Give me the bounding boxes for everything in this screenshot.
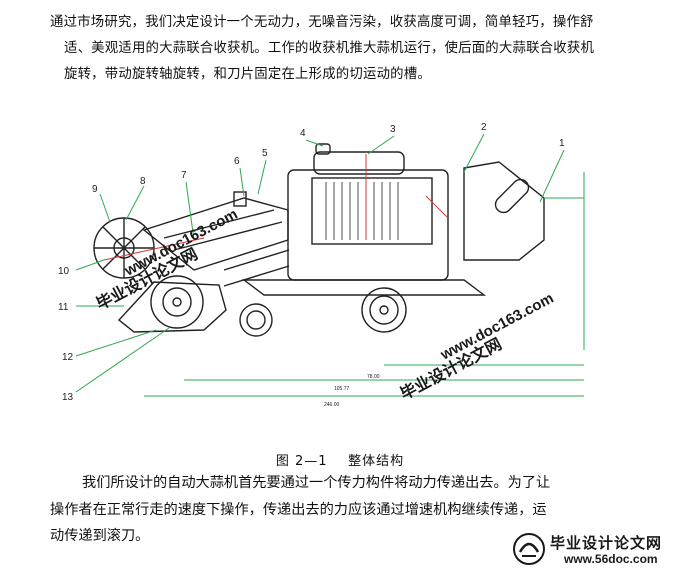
intro-line-3: 旋转，带动旋转轴旋转，和刀片固定在上形成的切运动的槽。 [64,67,431,82]
dimension-labels: 78.00 105.77 246.00 [324,374,380,408]
dim-label-3: 246.00 [324,402,340,408]
intro-paragraph: 通过市场研究，我们决定设计一个无动力，无噪音污染，收获高度可调，简单轻巧，操作舒… [50,10,635,88]
figure-caption: 图 2—1 整体结构 [0,450,680,469]
part-number-4: 4 [300,128,306,139]
caption-label: 图 2—1 [275,454,328,469]
part-number-9: 9 [92,184,98,195]
watermarks: 毕业设计论文网 www.doc163.com 毕业设计论文网 www.doc16… [93,206,557,404]
intro-line-2: 适、美观适用的大蒜联合收获机。工作的收获机推大蒜机运行，使后面的大蒜联合收获机 [64,41,595,56]
machine-outline [93,143,545,337]
part-number-11: 11 [58,302,69,313]
body-line-1: 我们所设计的自动大蒜机首先要通过一个传力构件将动力传递出去。为了让 [82,475,551,491]
part-number-12: 12 [62,352,74,363]
part-number-5: 5 [262,148,268,159]
part-number-7: 7 [181,170,187,181]
part-number-10: 10 [58,266,70,277]
intro-line-1: 通过市场研究，我们决定设计一个无动力，无噪音污染，收获高度可调，简单轻巧，操作舒 [50,15,594,30]
part-number-2: 2 [481,122,487,133]
body-paragraph: 我们所设计的自动大蒜机首先要通过一个传力构件将动力传递出去。为了让 操作者在正常… [50,470,635,550]
body-line-2: 操作者在正常行走的速度下操作，传递出去的力应该通过增速机构继续传递，运 [50,501,547,518]
dim-label-1: 78.00 [367,374,380,380]
part-number-3: 3 [390,124,396,135]
site-logo: 毕业设计论文网 www.56doc.com [512,528,680,570]
part-number-1: 1 [559,138,565,149]
logo-mark-icon [513,533,545,565]
logo-name: 毕业设计论文网 [550,534,663,552]
part-number-13: 13 [62,392,74,403]
body-line-3: 动传递到滚刀。 [50,528,150,544]
logo-url: www.56doc.com [564,552,658,566]
leader-lines [75,133,585,397]
dim-label-2: 105.77 [334,386,350,392]
caption-title: 整体结构 [348,454,405,469]
part-number-6: 6 [234,156,240,167]
machine-drawing: 1 2 3 4 5 6 7 8 9 10 11 12 13 78.00 105.… [44,110,644,440]
part-numbers: 1 2 3 4 5 6 7 8 9 10 11 12 13 [58,122,565,403]
part-number-8: 8 [140,176,146,187]
accent-lines [103,154,449,261]
